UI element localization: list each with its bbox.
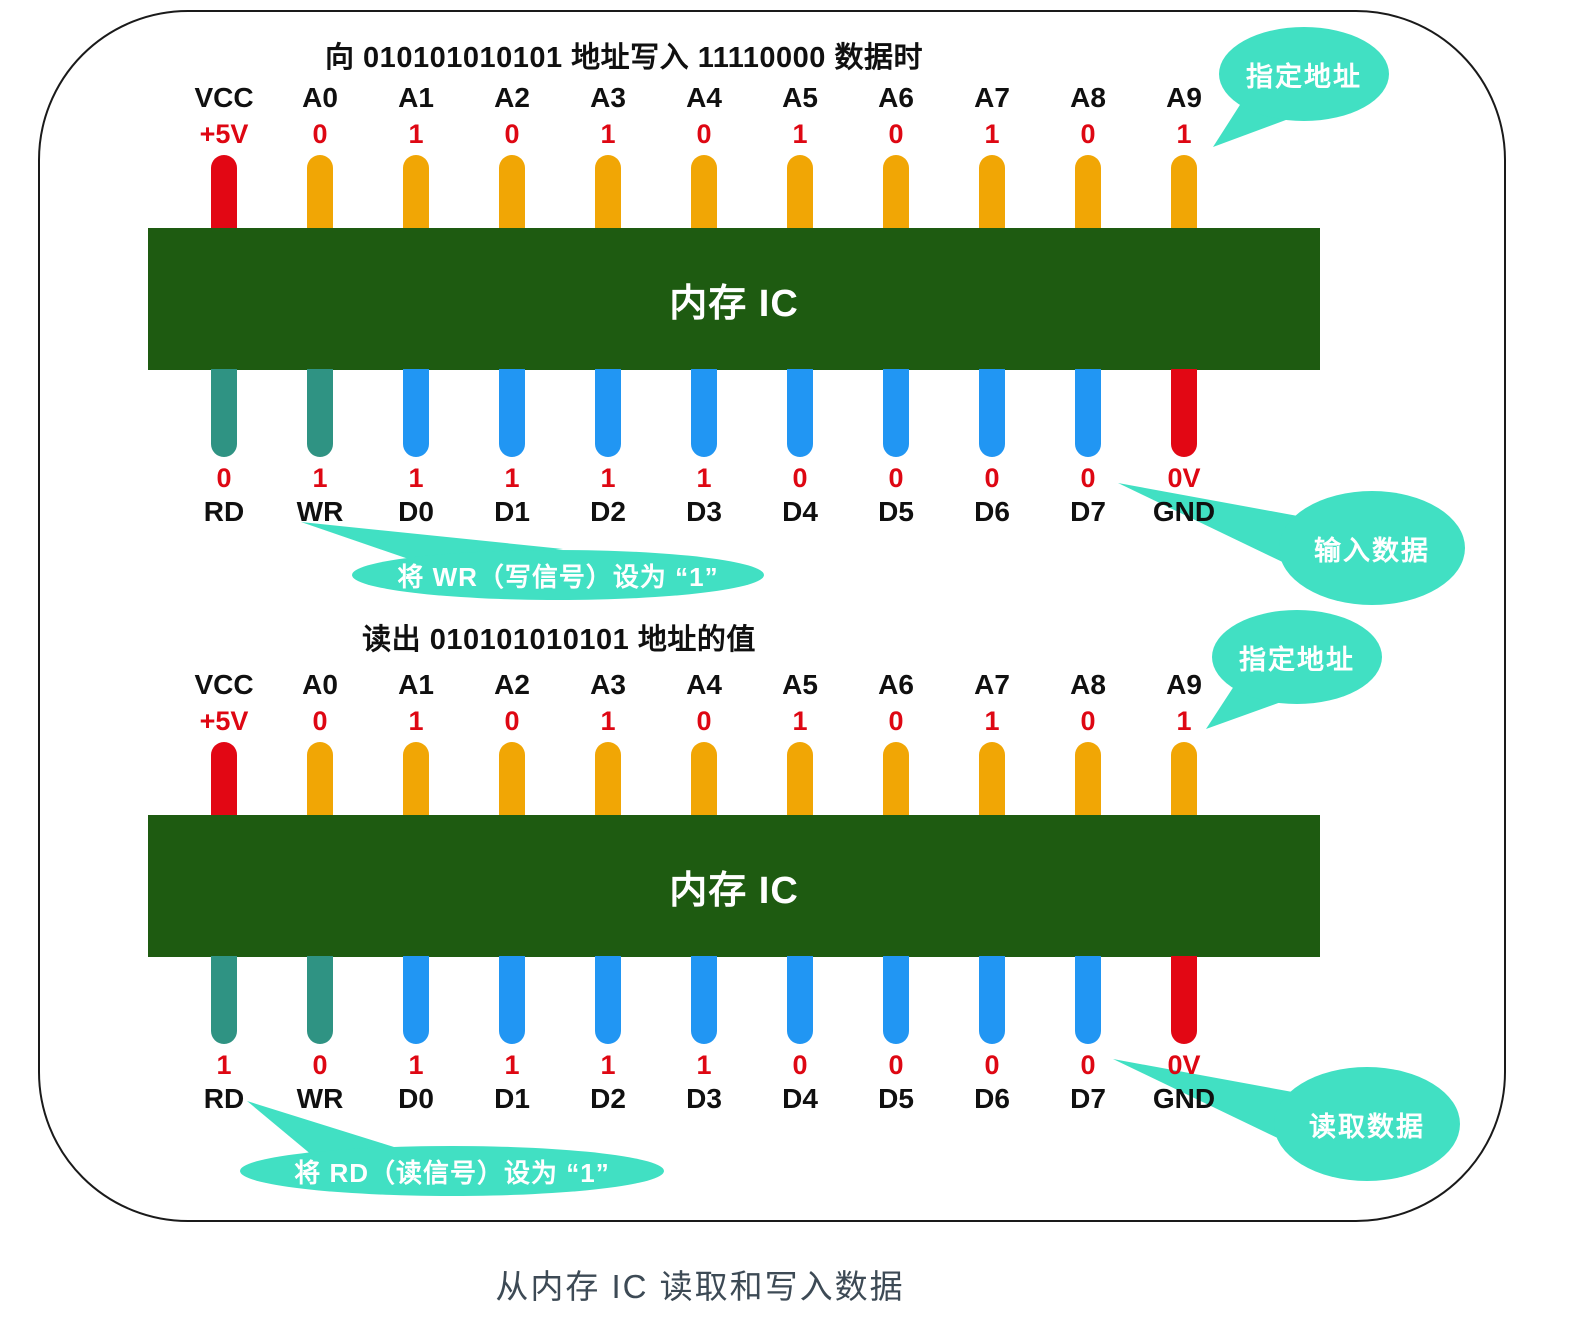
figure-caption: 从内存 IC 读取和写入数据 <box>495 1268 905 1305</box>
figure-frame <box>38 10 1506 1222</box>
